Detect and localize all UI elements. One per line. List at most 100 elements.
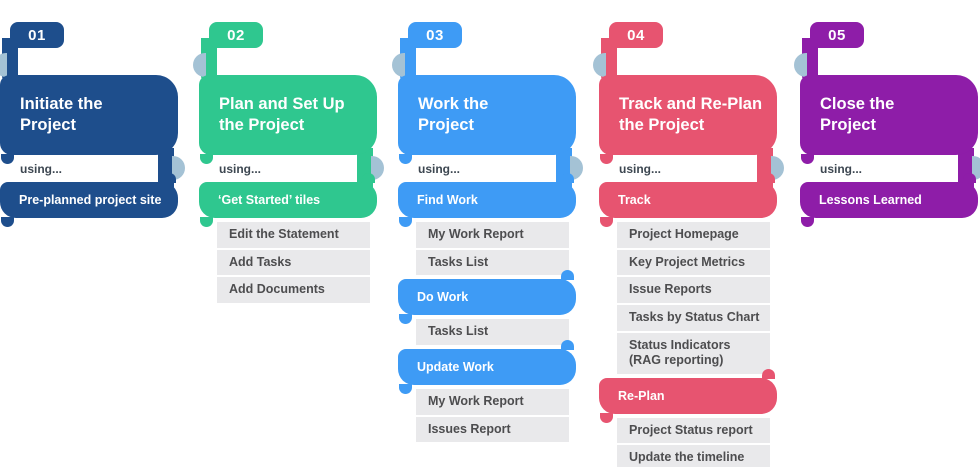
group-label: Track — [618, 193, 651, 207]
group-items: Project Status report Update the timelin… — [617, 417, 770, 467]
stage-groups: Track Project Homepage Key Project Metri… — [599, 173, 777, 467]
list-item: Tasks List — [416, 249, 569, 276]
stage-number-tab: 01 — [10, 22, 64, 48]
stage-groups: ‘Get Started’ tiles Edit the Statement A… — [199, 173, 377, 307]
ribbon-curl-icon — [762, 173, 775, 183]
ring-connector-icon — [0, 53, 7, 77]
stage-number: 03 — [426, 26, 444, 44]
stage-column-4: 04 Track and Re-Plan the Project using..… — [593, 0, 784, 467]
stage-title-banner: Initiate the Project — [0, 75, 178, 164]
stage-column-3: 03 Work the Project using... Find Work M… — [392, 0, 583, 467]
group-items: My Work Report Issues Report — [416, 388, 569, 443]
group-label: Pre-planned project site — [19, 193, 162, 207]
list-item: My Work Report — [416, 388, 569, 415]
group-label: Update Work — [417, 359, 494, 374]
ribbon-curl-icon — [163, 173, 176, 183]
group-banner: Do Work — [398, 270, 576, 325]
ribbon-curl-icon — [561, 173, 574, 183]
ribbon-curl-icon — [200, 154, 213, 164]
ribbon-curl-icon — [399, 314, 412, 325]
stage-number: 04 — [627, 26, 645, 44]
using-label: using... — [418, 162, 460, 176]
ribbon-curl-icon — [1, 217, 14, 227]
stage-number-tab: 04 — [609, 22, 663, 48]
stage-groups: Find Work My Work Report Tasks List Do W… — [398, 173, 576, 446]
ribbon-curl-icon — [963, 173, 976, 183]
ribbon-curl-icon — [200, 217, 213, 227]
stage-title: Work the Project — [418, 94, 489, 134]
stage-number: 02 — [227, 26, 245, 44]
ring-connector-icon — [172, 156, 185, 180]
ribbon-curl-icon — [801, 217, 814, 227]
using-label: using... — [20, 162, 62, 176]
stage-groups: Lessons Learned — [800, 173, 978, 227]
ribbon-curl-icon — [600, 217, 613, 227]
ribbon-curl-icon — [1, 154, 14, 164]
group-banner: Lessons Learned — [800, 173, 978, 227]
stage-title: Initiate the Project — [20, 94, 103, 134]
ribbon-curl-icon — [399, 217, 412, 227]
stage-column-2: 02 Plan and Set Up the Project using... … — [193, 0, 384, 467]
ribbon-curl-icon — [801, 154, 814, 164]
group-banner: Track — [599, 173, 777, 227]
stage-title-banner: Work the Project — [398, 75, 576, 164]
stage-title: Plan and Set Up the Project — [219, 94, 345, 134]
ribbon-curl-icon — [399, 154, 412, 164]
stage-groups: Pre-planned project site — [0, 173, 178, 227]
list-item: Project Status report — [617, 417, 770, 444]
list-item: Issues Report — [416, 416, 569, 443]
group-banner: Pre-planned project site — [0, 173, 178, 227]
ribbon-curl-icon — [600, 154, 613, 164]
stage-number: 01 — [28, 26, 46, 44]
list-item: Project Homepage — [617, 222, 770, 248]
ribbon-curl-icon — [600, 412, 613, 423]
stage-column-5: 05 Close the Project using... Lessons Le… — [794, 0, 980, 467]
stage-title-banner: Track and Re-Plan the Project — [599, 75, 777, 164]
ring-connector-icon — [193, 53, 206, 77]
stage-title-banner: Close the Project — [800, 75, 978, 164]
stage-number: 05 — [828, 26, 846, 44]
using-label: using... — [219, 162, 261, 176]
list-item: Add Documents — [217, 277, 370, 303]
ribbon-curl-icon — [762, 368, 775, 379]
stage-number-tab: 03 — [408, 22, 462, 48]
group-items: My Work Report Tasks List — [416, 222, 569, 276]
ring-connector-icon — [593, 53, 606, 77]
stage-title: Close the Project — [820, 94, 895, 134]
list-item: Tasks List — [416, 319, 569, 345]
list-item: My Work Report — [416, 222, 569, 248]
group-label: Lessons Learned — [819, 193, 922, 207]
group-label: Find Work — [417, 193, 478, 207]
stage-title: Track and Re-Plan the Project — [619, 94, 763, 134]
group-banner: ‘Get Started’ tiles — [199, 173, 377, 227]
ring-connector-icon — [794, 53, 807, 77]
group-label: ‘Get Started’ tiles — [218, 193, 321, 207]
ribbon-curl-icon — [561, 270, 574, 281]
list-item: Issue Reports — [617, 277, 770, 303]
group-items: Project Homepage Key Project Metrics Iss… — [617, 222, 770, 374]
group-banner: Re-Plan — [599, 368, 777, 423]
list-item: Key Project Metrics — [617, 249, 770, 276]
ring-connector-icon — [371, 156, 384, 180]
stage-number-tab: 05 — [810, 22, 864, 48]
list-item: Add Tasks — [217, 249, 370, 276]
ribbon-curl-icon — [362, 173, 375, 183]
list-item: Update the timeline — [617, 445, 770, 467]
ring-connector-icon — [570, 156, 583, 180]
ring-connector-icon — [392, 53, 405, 77]
list-item: Status Indicators (RAG reporting) — [617, 332, 770, 374]
list-item: Edit the Statement — [217, 222, 370, 248]
group-banner: Update Work — [398, 339, 576, 394]
group-label: Re-Plan — [618, 388, 665, 403]
using-label: using... — [619, 162, 661, 176]
ribbon-curl-icon — [561, 339, 574, 350]
group-banner: Find Work — [398, 173, 576, 227]
stage-number-tab: 02 — [209, 22, 263, 48]
group-label: Do Work — [417, 290, 469, 305]
ring-connector-icon — [972, 156, 980, 180]
ring-connector-icon — [771, 156, 784, 180]
stage-title-banner: Plan and Set Up the Project — [199, 75, 377, 164]
group-items: Tasks List — [416, 319, 569, 345]
using-label: using... — [820, 162, 862, 176]
